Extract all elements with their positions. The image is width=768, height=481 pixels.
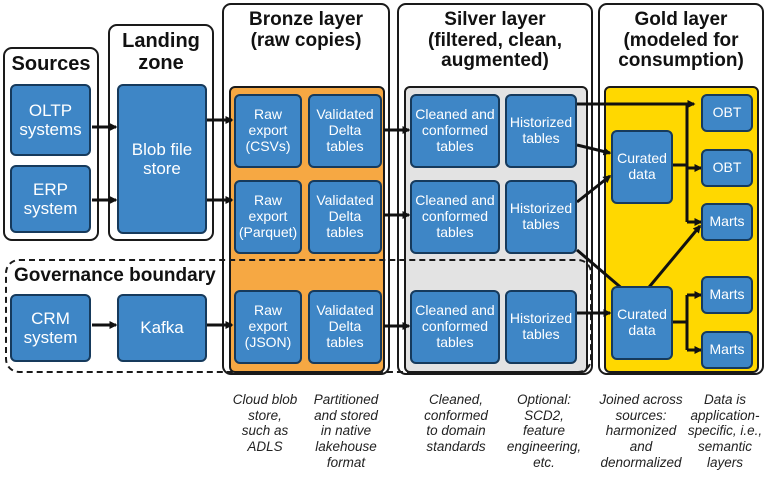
governance-boundary [5,259,592,373]
silver-layer-title: Silver layer (filtered, clean, augmented… [427,9,563,72]
node-historized-tables-1[interactable]: Historized tables [505,94,577,168]
bronze-layer-title: Bronze layer (raw copies) [248,9,364,51]
node-marts-2[interactable]: Marts [701,276,753,314]
node-curated-data-1[interactable]: Curated data [611,130,673,204]
note-silver-left: Cleaned, conformed to domain standards [424,392,488,454]
node-validated-delta-tables-1[interactable]: Validated Delta tables [308,94,382,168]
node-marts-1[interactable]: Marts [701,203,753,241]
note-gold-right: Data is application- specific, i.e., sem… [687,392,763,470]
node-validated-delta-tables-2[interactable]: Validated Delta tables [308,180,382,254]
note-gold-left: Joined across sources: harmonized and de… [599,392,683,470]
governance-boundary-label: Governance boundary [14,265,216,286]
node-erp-system[interactable]: ERP system [10,165,91,233]
node-obt-2[interactable]: OBT [701,149,753,187]
node-historized-tables-2[interactable]: Historized tables [505,180,577,254]
note-bronze-right: Partitioned and stored in native lakehou… [313,392,379,470]
node-cleaned-conformed-3[interactable]: Cleaned and conformed tables [410,290,500,364]
node-kafka[interactable]: Kafka [117,294,207,362]
node-historized-tables-3[interactable]: Historized tables [505,290,577,364]
gold-layer-title: Gold layer (modeled for consumption) [618,9,744,72]
node-validated-delta-tables-3[interactable]: Validated Delta tables [308,290,382,364]
node-curated-data-2[interactable]: Curated data [611,286,673,360]
arrow-hist1-curated1 [576,143,612,156]
node-crm-system[interactable]: CRM system [10,294,91,362]
note-bronze-left: Cloud blob store, such as ADLS [232,392,298,454]
arrow-hist2-curated1 [576,174,612,204]
node-cleaned-conformed-1[interactable]: Cleaned and conformed tables [410,94,500,168]
note-silver-right: Optional: SCD2, feature engineering, etc… [506,392,582,470]
landing-zone-title: Landing zone [122,30,200,74]
node-blob-file-store[interactable]: Blob file store [117,84,207,234]
node-marts-3[interactable]: Marts [701,331,753,369]
node-raw-export-csvs[interactable]: Raw export (CSVs) [234,94,302,168]
node-raw-export-parquet[interactable]: Raw export (Parquet) [234,180,302,254]
node-oltp-systems[interactable]: OLTP systems [10,84,91,156]
node-raw-export-json[interactable]: Raw export (JSON) [234,290,302,364]
node-cleaned-conformed-2[interactable]: Cleaned and conformed tables [410,180,500,254]
sources-title: Sources [11,53,91,75]
node-obt-1[interactable]: OBT [701,94,753,132]
